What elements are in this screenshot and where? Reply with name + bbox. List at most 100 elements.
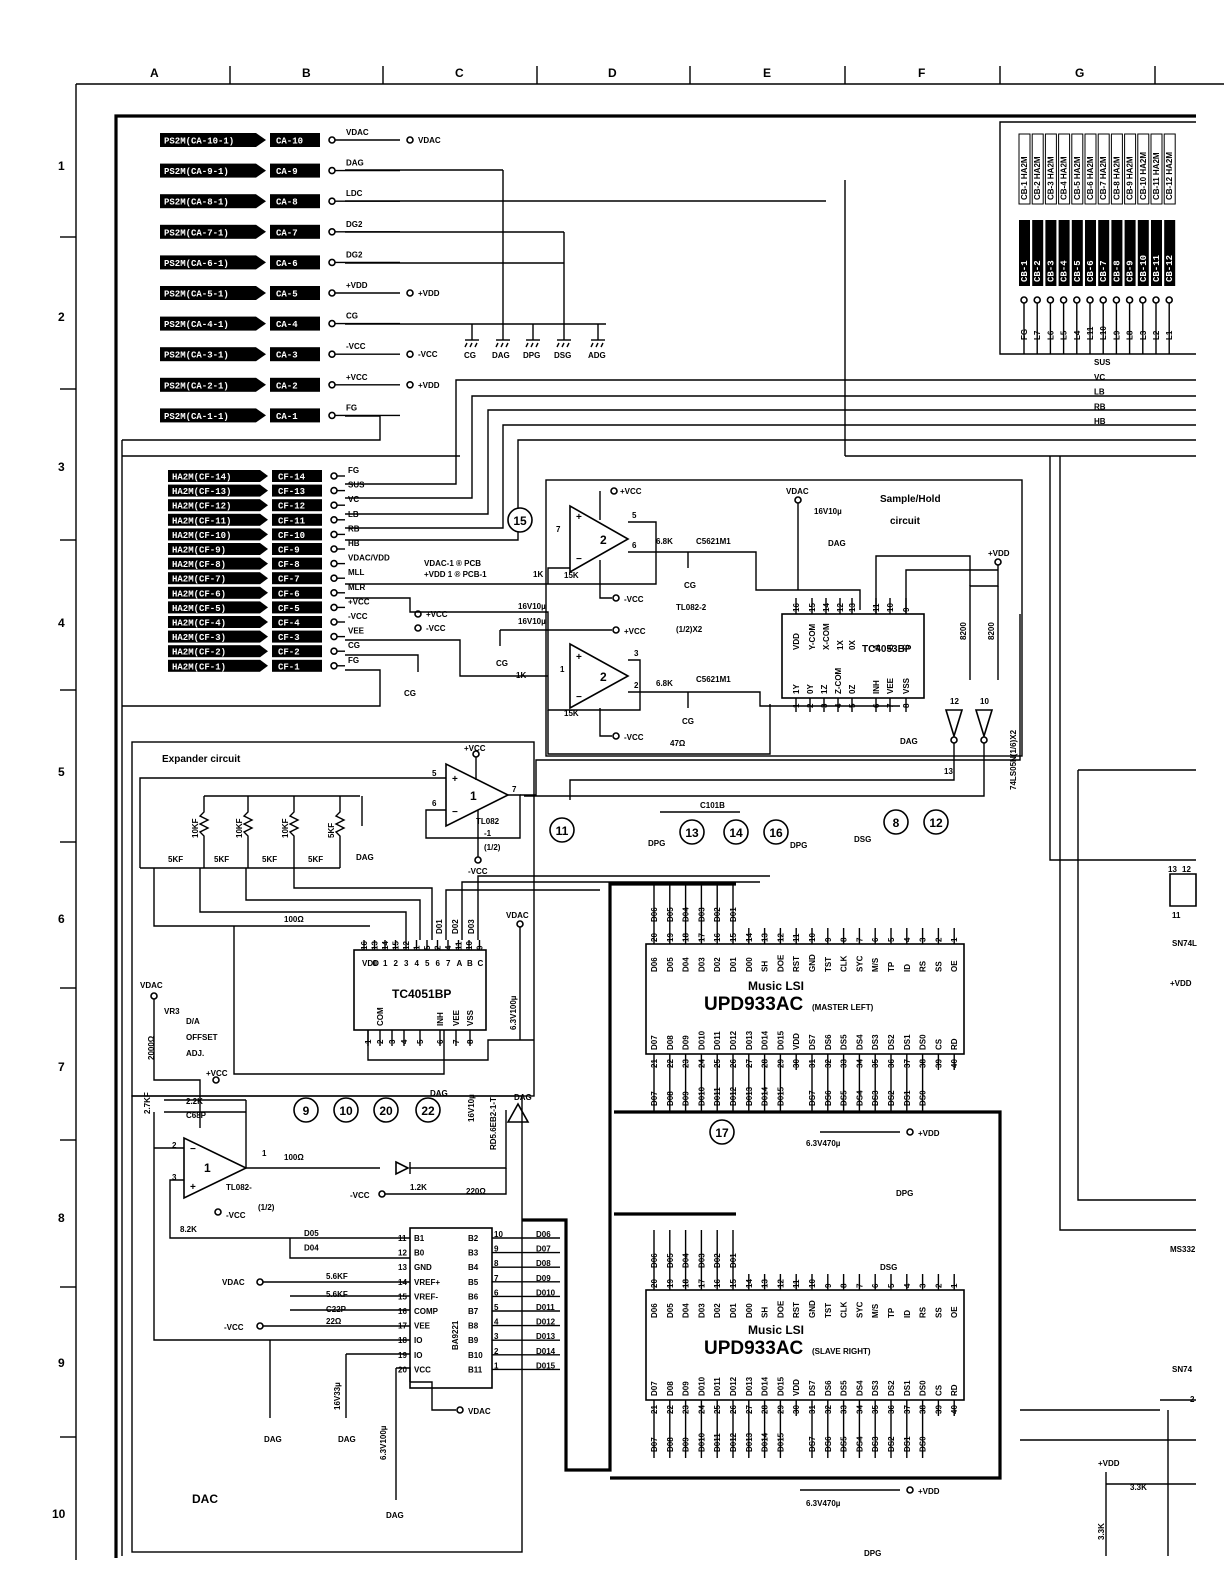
exp-cap-63: 6.3V100µ xyxy=(509,995,518,1030)
cf-connector-right-label: CF-12 xyxy=(278,502,305,512)
ca-net-label: CG xyxy=(346,312,358,321)
cf-note-cg: CG xyxy=(404,689,416,698)
exp-tl082-c: (1/2) xyxy=(484,843,501,852)
cb-connector-label-dark: CB-7 xyxy=(1099,260,1109,282)
ic-4051-pin-bot-name: VSS xyxy=(466,1009,475,1026)
sh-r1k-2: 1K xyxy=(516,671,526,680)
ic-4051-pin-top-name: VDD xyxy=(362,959,379,968)
lsi-pin-bot-name: CS xyxy=(934,1384,943,1396)
ba9221-right-name: B11 xyxy=(468,1365,483,1374)
ba9221-left-name: VREF- xyxy=(414,1292,438,1301)
cb-pin-label: L2 xyxy=(1152,330,1161,340)
lsi-net-bot: D011 xyxy=(713,1433,722,1452)
grid-col-f: F xyxy=(918,66,925,80)
lsi-pin-bot-name: D09 xyxy=(682,1035,691,1050)
exp-opamp-pin-out: 7 xyxy=(512,785,517,794)
ic-tc4053bp xyxy=(781,613,925,699)
ba9221-right-name: B5 xyxy=(468,1278,479,1287)
lsi-pin-bot-name: D012 xyxy=(729,1376,738,1396)
bus-label: RB xyxy=(1094,402,1106,411)
exp-vcc-neg: -VCC xyxy=(468,867,488,876)
right-pin-b: 12 xyxy=(1182,865,1191,874)
ic-4051-pin-top-name: C xyxy=(478,959,484,968)
lsi-pin-bot: 32 xyxy=(824,1405,833,1414)
lsi-pin-bot-name: VDD xyxy=(792,1033,801,1050)
cf-connector-right-label: CF-8 xyxy=(278,560,300,570)
exp-opamp-num: 1 xyxy=(470,789,477,803)
cb-pin-label: L7 xyxy=(1033,330,1042,340)
dac-circuit: DAC VDAC VR3 D/A OFFSET ADJ. 2000Ω 2.7KF… xyxy=(131,981,560,1553)
sh-opamp-bot-num: 2 xyxy=(600,670,607,684)
dac-tl082: TL082- xyxy=(226,1183,252,1192)
callout-marker: 15 xyxy=(507,507,533,533)
lsi-pin-top-name: TST xyxy=(824,957,833,972)
dac-title: DAC xyxy=(192,1492,218,1506)
ca-connector-right-label: CA-4 xyxy=(276,320,298,330)
lsi-pin-top-name: RS xyxy=(919,960,928,972)
lsi-pin-top-name: D04 xyxy=(682,1303,691,1318)
lsi-net-top: D01 xyxy=(729,1253,738,1268)
data-bus xyxy=(522,882,1002,1480)
callout-number: 11 xyxy=(556,824,569,838)
exp-opamp-pin-p: 5 xyxy=(432,769,437,778)
cf-connector-left-label: HA2M(CF-5) xyxy=(172,604,226,614)
exp-res-vert-label: 10KF xyxy=(281,818,290,838)
ic-4051-pin-bot-name: COM xyxy=(376,1007,385,1026)
cf-connector-right-label: CF-7 xyxy=(278,575,300,585)
ic-4051-pin-top: 1 xyxy=(413,945,422,950)
lsi-net-bot: DS3 xyxy=(871,1090,880,1106)
lsi-pin-top-name: SS xyxy=(934,1307,943,1318)
ic-4053-pin-top: 12 xyxy=(836,603,845,612)
sh-vcc-pos: +VCC xyxy=(620,487,642,496)
cf-connector-right-label: CF-2 xyxy=(278,648,300,658)
sh-opamp-top-pin-n: 6 xyxy=(632,541,637,550)
lsi-pin-bot-name: RD xyxy=(950,1038,959,1050)
lsi-pin-top-name: M/S xyxy=(871,1303,880,1318)
lsi-pin-bot-name: D012 xyxy=(729,1030,738,1050)
lsi-pin-bot: 23 xyxy=(682,1059,691,1068)
lsi-pin-bot: 25 xyxy=(713,1059,722,1068)
lsi-pin-bot: 34 xyxy=(855,1405,864,1414)
cf-connector-right-label: CF-14 xyxy=(278,473,306,483)
lsi-pin-top: 11 xyxy=(792,933,801,942)
lsi-pin-bot-name: DS6 xyxy=(824,1034,833,1050)
sh-r47: 47Ω xyxy=(670,739,686,748)
expander-circuit: Expander circuit 1 5 6 7 + − +VCC -VCC T… xyxy=(131,614,1021,1150)
bus-label: SUS xyxy=(1094,358,1111,367)
misc-cap-master: 6.3V470µ xyxy=(806,1139,841,1148)
cf-notes: VDAC-1 ® PCB +VDD 1 ® PCB-1 +VCC -VCC CG xyxy=(122,379,1196,707)
lsi-pin-top: 19 xyxy=(666,1279,675,1288)
sh-r1k-1: 1K xyxy=(533,570,543,579)
ic-4051-pin-bot: 8 xyxy=(466,1039,475,1044)
cf-net-label: FG xyxy=(348,656,359,665)
gnd-dsg-label: DSG xyxy=(554,351,571,360)
dac-tl082-b: (1/2) xyxy=(258,1203,275,1212)
exp-opamp-pin-n: 6 xyxy=(432,799,437,808)
ba9221-right-net: D012 xyxy=(536,1318,556,1327)
ic-4051-pin-bot: 4 xyxy=(400,1039,409,1044)
lsi-pin-top: 12 xyxy=(776,933,785,942)
lsi-pin-top: 18 xyxy=(682,1279,691,1288)
misc-dpg2: DPG xyxy=(790,841,807,850)
cf-connector-right-label: CF-3 xyxy=(278,633,300,643)
lsi-pin-top-name: D00 xyxy=(745,1303,754,1318)
ic-4053-pin-top-name: C xyxy=(902,644,911,650)
lsi-pin-bot-name: DS4 xyxy=(855,1034,864,1050)
ba9221-right-pin: 2 xyxy=(494,1347,499,1356)
lsi-pin-top-name: ID xyxy=(903,1310,912,1318)
cf-connector-row: HA2M(CF-4)CF-4-VCC xyxy=(168,612,368,629)
ba9221-left-name: IO xyxy=(414,1351,422,1360)
cb-connector-label-dark: CB-6 xyxy=(1086,260,1096,282)
lsi-pin-bot-name: D013 xyxy=(745,1030,754,1050)
cf-connector-row: HA2M(CF-9)CF-9HB xyxy=(168,539,360,556)
lsi-net-bot: DS1 xyxy=(903,1436,912,1452)
cb-connector-label: CB-6 HA2M xyxy=(1086,156,1095,200)
cf-note-vcc-neg: -VCC xyxy=(426,624,446,633)
lsi-pin-top-name: D04 xyxy=(682,957,691,972)
ba9221-right-pin: 9 xyxy=(494,1245,499,1254)
connector-cf: HA2M(CF-14)CF-14FGHA2M(CF-13)CF-13SUSHA2… xyxy=(168,466,390,672)
cf-connector-right-label: CF-10 xyxy=(278,531,305,541)
